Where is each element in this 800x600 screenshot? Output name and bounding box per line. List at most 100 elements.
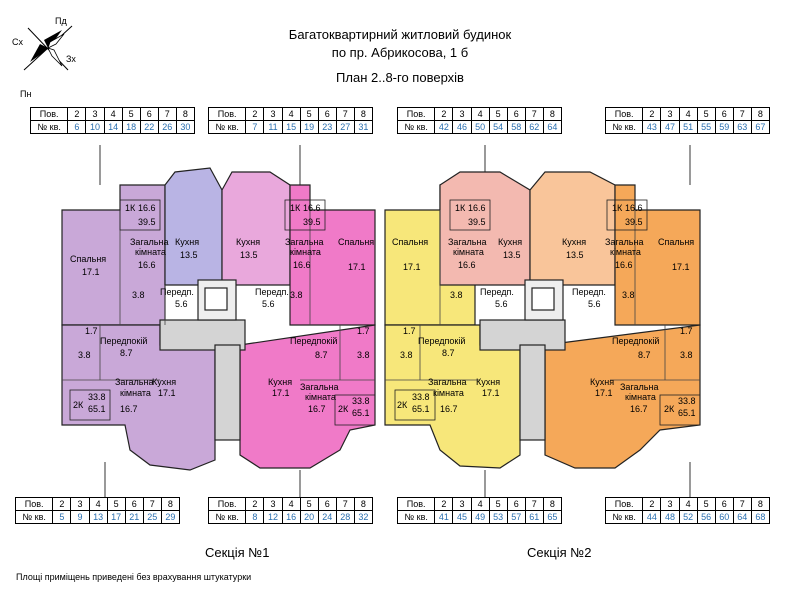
room-living: Загальна bbox=[130, 237, 168, 247]
footnote: Площі приміщень приведені без врахування… bbox=[16, 572, 252, 582]
apt-type: 1К bbox=[125, 203, 136, 213]
floor-cell: 4 bbox=[103, 107, 123, 121]
apt-number-cell: 6 bbox=[67, 120, 87, 134]
apt-number-cell: 51 bbox=[678, 120, 698, 134]
floor-cell: 5 bbox=[106, 497, 126, 511]
apt-type-boxes bbox=[69, 199, 701, 426]
apt-row-label: № кв. bbox=[29, 120, 69, 134]
apt-number-cell: 45 bbox=[452, 510, 472, 524]
apt-top-right-b bbox=[289, 184, 376, 326]
apt-number-cell: 21 bbox=[124, 510, 144, 524]
floor-cell: 3 bbox=[660, 497, 680, 511]
apt-number-cell: 8 bbox=[245, 510, 265, 524]
floor-cell: 8 bbox=[750, 107, 771, 121]
apt-number-cell: 17 bbox=[106, 510, 126, 524]
room-area: 16.7 bbox=[120, 404, 138, 414]
floor-cell: 5 bbox=[299, 497, 319, 511]
apt-number-cell: 20 bbox=[299, 510, 319, 524]
floor-row-label: Пов. bbox=[207, 497, 247, 511]
apt-number-cell: 53 bbox=[488, 510, 508, 524]
compass-label-n: Пн bbox=[20, 89, 31, 99]
labels-section-2: 1К 16.6 39.5 1К 16.6 39.5 Спальня 17.1 З… bbox=[392, 203, 696, 418]
floor-cell: 5 bbox=[299, 107, 319, 121]
apt-type: 2К bbox=[664, 404, 675, 414]
floor-cell: 4 bbox=[470, 497, 490, 511]
floor-cell: 6 bbox=[317, 497, 337, 511]
apt-type: 2К bbox=[397, 400, 408, 410]
room-bedroom: Спальня bbox=[392, 237, 428, 247]
apt-row-label: № кв. bbox=[14, 510, 54, 524]
room-bedroom: Спальня bbox=[70, 254, 106, 264]
apt-number-cell: 10 bbox=[85, 120, 105, 134]
floor-row-label: Пов. bbox=[207, 107, 247, 121]
apt-number-cell: 23 bbox=[317, 120, 337, 134]
apt-number-cell: 14 bbox=[103, 120, 123, 134]
room-area: 3.8 bbox=[622, 290, 635, 300]
apt-type: 1К bbox=[455, 203, 466, 213]
apt-number-cell: 62 bbox=[524, 120, 544, 134]
apt-number-cell: 63 bbox=[732, 120, 752, 134]
apt-top-right-a bbox=[221, 171, 291, 286]
room-living: кімната bbox=[610, 247, 641, 257]
apt-area-total: 65.1 bbox=[88, 404, 106, 414]
floor-cell: 5 bbox=[696, 497, 716, 511]
apt-number-cell: 9 bbox=[70, 510, 90, 524]
apt-number-cell: 15 bbox=[281, 120, 301, 134]
room-area: 17.1 bbox=[403, 262, 421, 272]
floor-cell: 7 bbox=[524, 497, 544, 511]
floor-cell: 6 bbox=[714, 107, 734, 121]
apt-number-cell: 27 bbox=[335, 120, 355, 134]
apt-area-living: 33.8 bbox=[88, 392, 106, 402]
apt-number-cell: 58 bbox=[506, 120, 526, 134]
apt-area-total: 65.1 bbox=[352, 408, 370, 418]
apt-area-living: 33.8 bbox=[678, 396, 696, 406]
apt-number-cell: 50 bbox=[470, 120, 490, 134]
apt-number-cell: 7 bbox=[245, 120, 265, 134]
floor-cell: 2 bbox=[245, 497, 265, 511]
floor-cell: 4 bbox=[88, 497, 108, 511]
room-kitchen: Кухня bbox=[268, 377, 292, 387]
apt-number-cell: 59 bbox=[714, 120, 734, 134]
floor-row-label: Пов. bbox=[14, 497, 54, 511]
floor-cell: 4 bbox=[678, 497, 698, 511]
room-area: 16.6 bbox=[615, 260, 633, 270]
room-area: 3.8 bbox=[290, 290, 303, 300]
floor-cell: 8 bbox=[542, 107, 563, 121]
plan-title-line3: План 2..8-го поверхів bbox=[336, 70, 464, 85]
room-area: 5.6 bbox=[262, 299, 275, 309]
room-living: Загальна bbox=[620, 382, 658, 392]
room-area: 16.7 bbox=[630, 404, 648, 414]
floor-cell: 3 bbox=[70, 497, 90, 511]
floor-cell: 4 bbox=[678, 107, 698, 121]
room-bedroom: Спальня bbox=[658, 237, 694, 247]
floor-cell: 7 bbox=[142, 497, 162, 511]
room-area: 13.5 bbox=[240, 250, 258, 260]
room-living: Загальна bbox=[448, 237, 486, 247]
apt-number-cell: 64 bbox=[542, 120, 563, 134]
room-hall: Передпокій bbox=[418, 336, 465, 346]
floor-cell: 4 bbox=[470, 107, 490, 121]
room-area: 8.7 bbox=[315, 350, 328, 360]
floor-cell: 7 bbox=[335, 107, 355, 121]
room-kitchen: Кухня bbox=[152, 377, 176, 387]
floor-cell: 6 bbox=[124, 497, 144, 511]
apt-area-living: 33.8 bbox=[412, 392, 430, 402]
floor-cell: 2 bbox=[52, 497, 72, 511]
room-living: кімната bbox=[120, 388, 151, 398]
floor-cell: 7 bbox=[524, 107, 544, 121]
apt-row-label: № кв. bbox=[207, 120, 247, 134]
apt-s2-top-right-a bbox=[529, 171, 616, 286]
apt-number-cell: 28 bbox=[335, 510, 355, 524]
room-kitchen: Кухня bbox=[175, 237, 199, 247]
apt-s2-top-right-b bbox=[614, 184, 701, 326]
room-living: Загальна bbox=[300, 382, 338, 392]
apt-type: 1К bbox=[290, 203, 301, 213]
room-area: 5.6 bbox=[495, 299, 508, 309]
floor-cell: 8 bbox=[353, 497, 374, 511]
floor-cell: 7 bbox=[335, 497, 355, 511]
apt-area-total: 65.1 bbox=[678, 408, 696, 418]
